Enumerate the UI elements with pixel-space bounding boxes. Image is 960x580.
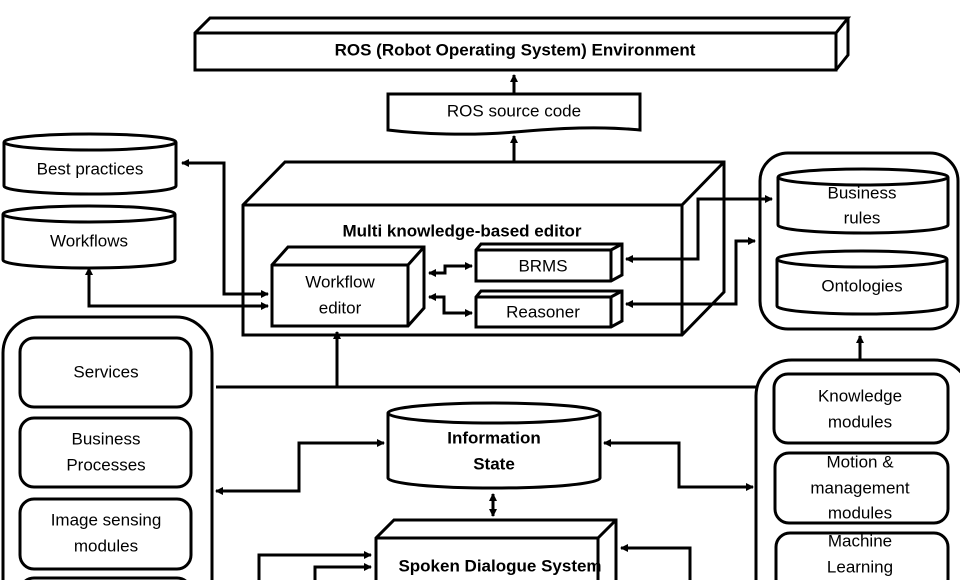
left-module-group: Services Business Processes Image sensin…: [1, 315, 214, 580]
editor-title: Multi knowledge-based editor: [343, 221, 582, 240]
information-state-label-2: State: [473, 454, 515, 473]
arrow-workflows-workflow: [85, 267, 269, 310]
workflows-db: Workflows: [1, 204, 177, 270]
information-state-label-1: Information: [447, 428, 541, 447]
reasoner-box: Reasoner: [474, 289, 624, 329]
spoken-dialogue-system-box: Spoken Dialogue System: [374, 518, 618, 580]
ontologies-label: Ontologies: [821, 276, 902, 295]
right-module-label: modules: [828, 412, 892, 431]
ros-environment-label: ROS (Robot Operating System) Environment: [335, 40, 696, 59]
brms-label: BRMS: [518, 256, 567, 275]
right-module-label: Knowledge: [818, 386, 902, 405]
arrow-into-sds-2: [313, 563, 372, 580]
business-rules-label-1: Business: [828, 183, 897, 202]
left-module-label: Processes: [66, 455, 145, 474]
left-module-label: Business: [72, 429, 141, 448]
business-rules-label-2: rules: [844, 208, 881, 227]
right-module-label: Motion &: [826, 452, 894, 471]
arrow-workflow-brms: [428, 262, 473, 277]
right-module-label: management: [810, 478, 910, 497]
right-module-label: Machine: [828, 531, 892, 550]
best-practices-label: Best practices: [37, 159, 144, 178]
knowledge-store-group: Business rules Ontologies: [758, 151, 960, 331]
best-practices-db: Best practices: [2, 132, 178, 196]
left-module-label: Image sensing: [51, 510, 162, 529]
workflow-editor-label-2: editor: [319, 298, 362, 317]
reasoner-label: Reasoner: [506, 302, 580, 321]
arrow-infostate-left-group: [215, 439, 385, 495]
brms-box: BRMS: [474, 242, 624, 283]
workflow-editor-box: Workflow editor: [270, 245, 426, 328]
ros-source-code-box: ROS source code: [386, 92, 642, 136]
ros-environment-box: ROS (Robot Operating System) Environment: [193, 16, 852, 72]
right-module-label: modules: [828, 503, 892, 522]
right-module-label: Learning: [827, 557, 893, 576]
workflow-editor-label-1: Workflow: [305, 272, 375, 291]
left-module-label: modules: [74, 536, 138, 555]
sds-label: Spoken Dialogue System: [398, 556, 601, 575]
left-module-label: Services: [73, 362, 138, 381]
arrow-workflow-reasoner: [428, 293, 473, 317]
information-state-db: Information State: [386, 401, 602, 490]
arrow-infostate-right-group: [603, 439, 754, 491]
right-module-group: Knowledge modules Motion & management mo…: [754, 358, 960, 580]
workflows-label: Workflows: [50, 231, 128, 250]
arrow-reasoner-store: [625, 237, 756, 308]
arrow-into-sds-right: [620, 544, 692, 580]
ros-source-code-label: ROS source code: [447, 101, 581, 120]
arrow-into-sds-1: [257, 551, 372, 580]
